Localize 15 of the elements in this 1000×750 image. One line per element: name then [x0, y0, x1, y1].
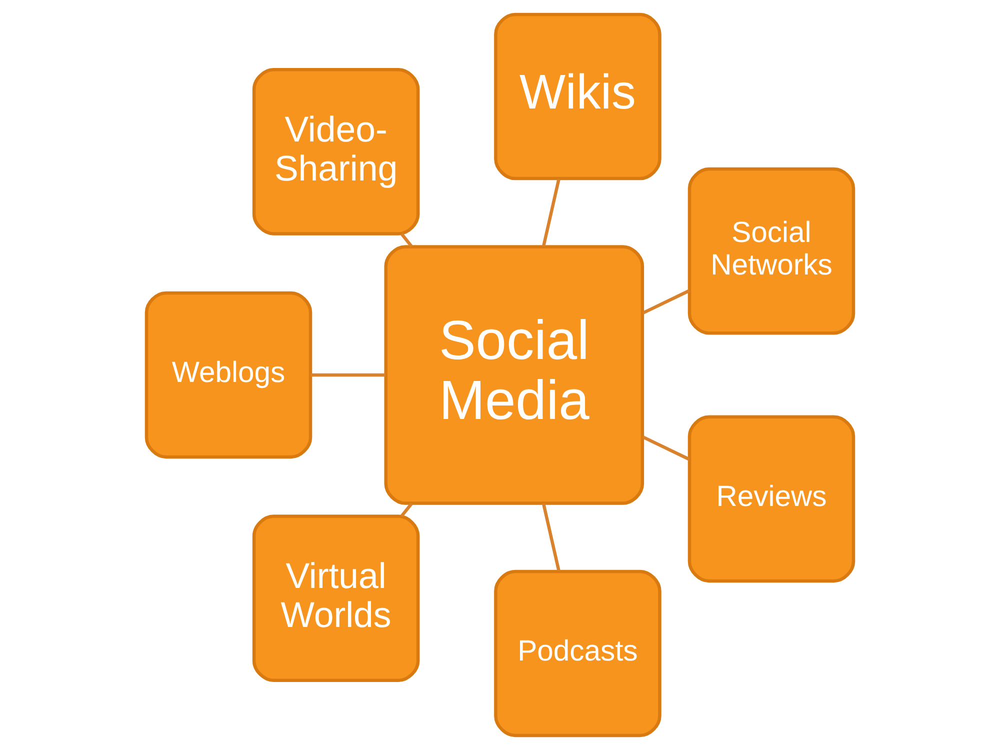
node-box: Podcasts: [494, 570, 662, 738]
node-box: Reviews: [688, 415, 856, 583]
node-box: Weblogs: [144, 291, 312, 459]
node-box: Social Media: [384, 245, 644, 505]
connector: [400, 502, 413, 518]
node-box: Virtual Worlds: [252, 514, 420, 682]
node-box: Wikis: [494, 12, 662, 180]
connector: [642, 436, 690, 461]
node-box: Social Networks: [688, 167, 856, 335]
connector: [542, 503, 560, 572]
connector: [542, 178, 560, 247]
node-box: Video-Sharing: [252, 68, 420, 236]
connector: [310, 373, 386, 377]
connector: [400, 232, 413, 248]
connector: [642, 289, 690, 314]
